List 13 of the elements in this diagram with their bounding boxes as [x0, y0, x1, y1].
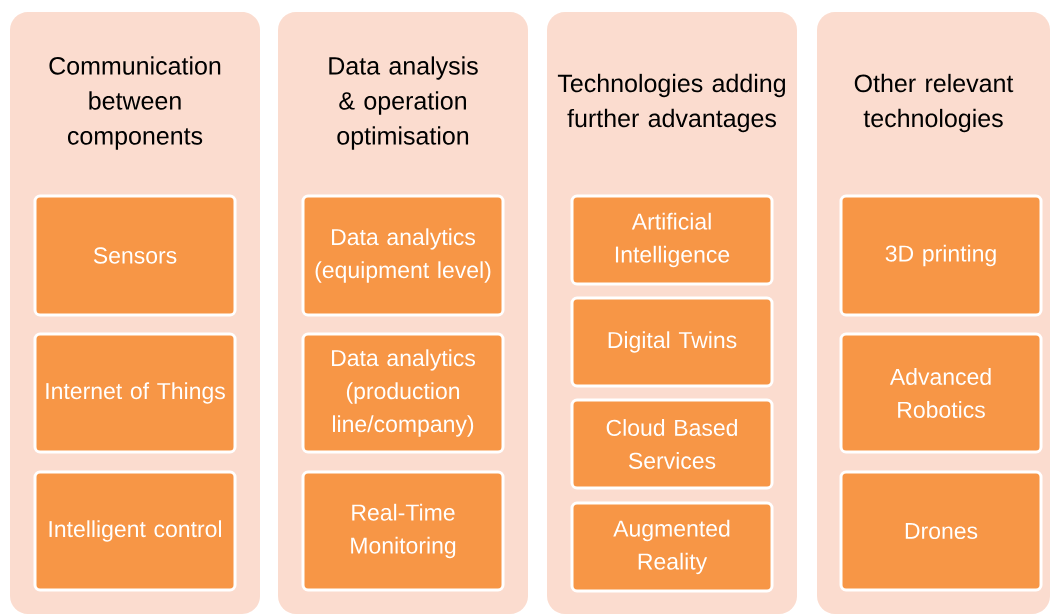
- technology-box: Real-Time Monitoring: [301, 470, 505, 592]
- technology-box: Data analytics (equipment level): [301, 194, 505, 317]
- technology-box: Cloud Based Services: [570, 398, 774, 490]
- technology-box: Internet of Things: [33, 332, 237, 454]
- technology-box: Intelligent control: [33, 470, 237, 592]
- technology-box: Advanced Robotics: [839, 332, 1043, 454]
- technology-box: Data analytics (production line/company): [301, 332, 505, 454]
- technology-box: Digital Twins: [570, 296, 774, 388]
- technology-box: Sensors: [33, 194, 237, 317]
- technology-box: Drones: [839, 470, 1043, 592]
- technology-box: Augmented Reality: [570, 501, 774, 593]
- technology-box: 3D printing: [839, 194, 1043, 317]
- technology-box: Artificial Intelligence: [570, 194, 774, 286]
